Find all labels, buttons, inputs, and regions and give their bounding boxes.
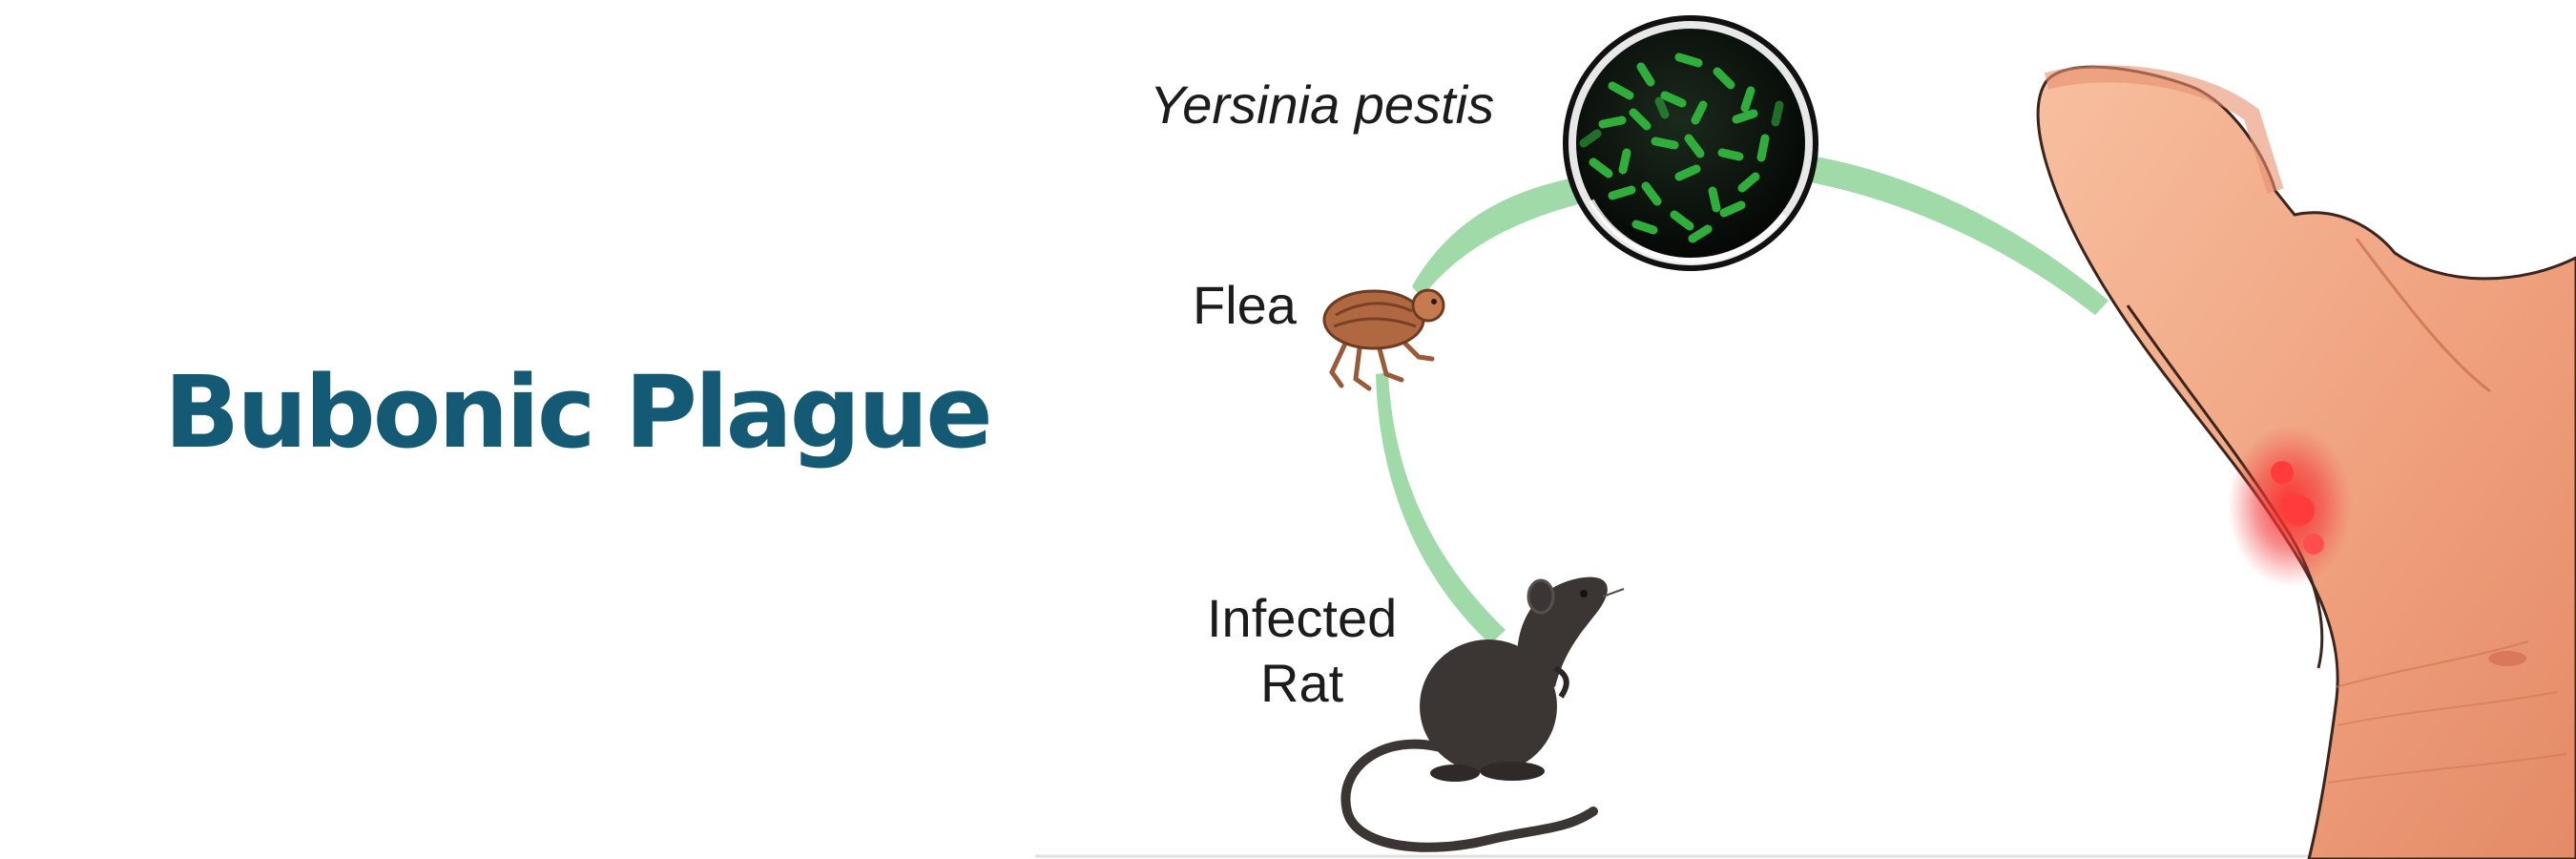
yersinia-pestis-icon [1563, 15, 1818, 271]
page-title: Bubonic Plague [164, 354, 993, 471]
label-yersinia-pestis: Yersinia pestis [1150, 74, 1495, 135]
flea-icon [1322, 288, 1445, 391]
transmission-arcs [1376, 153, 2109, 644]
human-armpit-illustration [2036, 65, 2576, 859]
label-infected-rat: Infected Rat [1207, 586, 1397, 717]
label-rat-line2: Rat [1260, 653, 1344, 714]
label-flea: Flea [1193, 275, 1297, 335]
bubo-swelling-icon [2228, 425, 2352, 587]
label-rat-line1: Infected [1207, 588, 1398, 648]
rat-icon [1340, 576, 1625, 852]
